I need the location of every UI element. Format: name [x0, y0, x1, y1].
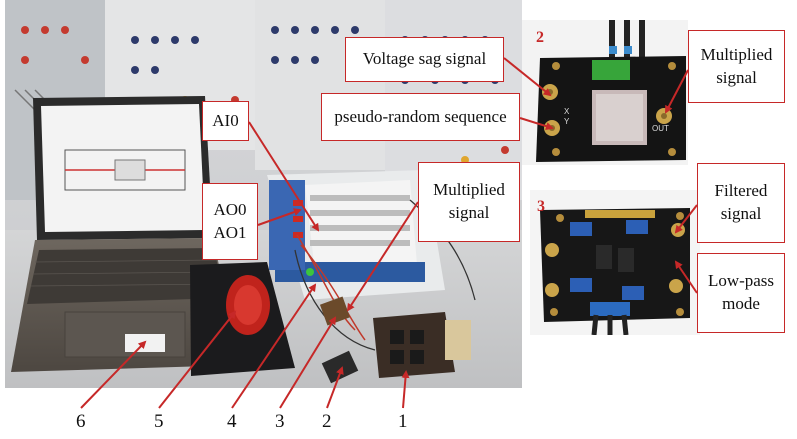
panel-3-photo	[530, 190, 700, 335]
lowpass-mode-label: Low-pass mode	[697, 253, 785, 333]
number-3: 3	[275, 411, 285, 432]
number-6: 6	[76, 411, 86, 432]
ai0-label: AI0	[202, 101, 249, 141]
voltage-sag-label: Voltage sag signal	[345, 37, 504, 82]
number-5: 5	[154, 411, 164, 432]
filter-board-illustration	[530, 190, 700, 335]
panel-2-photo: X Y OUT	[522, 20, 688, 165]
pseudo-random-label: pseudo-random sequence	[321, 93, 520, 141]
ao0-label: AO0	[213, 199, 247, 219]
number-1: 1	[398, 411, 408, 432]
number-2: 2	[322, 411, 332, 432]
multiplied-signal-label-panel2: Multiplied signal	[688, 30, 785, 103]
ao1-label: AO1	[213, 222, 247, 242]
panel-2-number: 2	[536, 29, 544, 46]
multiplier-board-illustration	[522, 20, 688, 165]
number-4: 4	[227, 411, 237, 432]
filtered-signal-label: Filtered signal	[697, 163, 785, 243]
ao-labels: AO0 AO1	[202, 183, 258, 260]
board-y-label: Y	[564, 117, 570, 126]
panel-3-number: 3	[537, 198, 545, 215]
multiplied-signal-label-main: Multiplied signal	[418, 162, 520, 242]
board-x-label: X	[564, 107, 570, 116]
board-out-label: OUT	[652, 124, 669, 133]
